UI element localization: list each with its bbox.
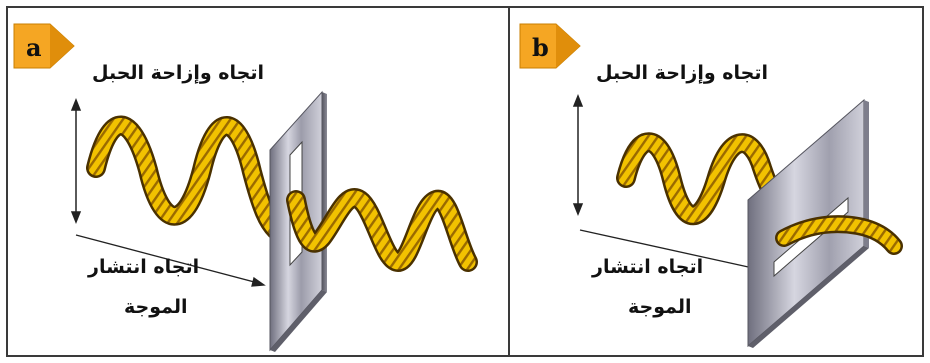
- propagation-arrow-a: [75, 234, 266, 287]
- displacement-arrow-b: [572, 93, 584, 217]
- badge-b: b: [519, 23, 581, 69]
- badge-a-label: a: [26, 33, 42, 62]
- propagation-label-b-line2: الموجة: [628, 296, 692, 318]
- displacement-label-a: اتجاه وإزاحة الحبل: [92, 62, 264, 84]
- badge-a: a: [13, 23, 75, 69]
- propagation-label-a-line2: الموجة: [124, 296, 188, 318]
- propagation-label-a-line1: اتجاه انتشار: [88, 256, 200, 278]
- propagation-label-b-line1: اتجاه انتشار: [592, 256, 704, 278]
- displacement-arrow-a: [70, 97, 82, 225]
- displacement-label-b: اتجاه وإزاحة الحبل: [596, 62, 768, 84]
- panel-divider: [508, 6, 510, 357]
- badge-b-label: b: [532, 33, 549, 62]
